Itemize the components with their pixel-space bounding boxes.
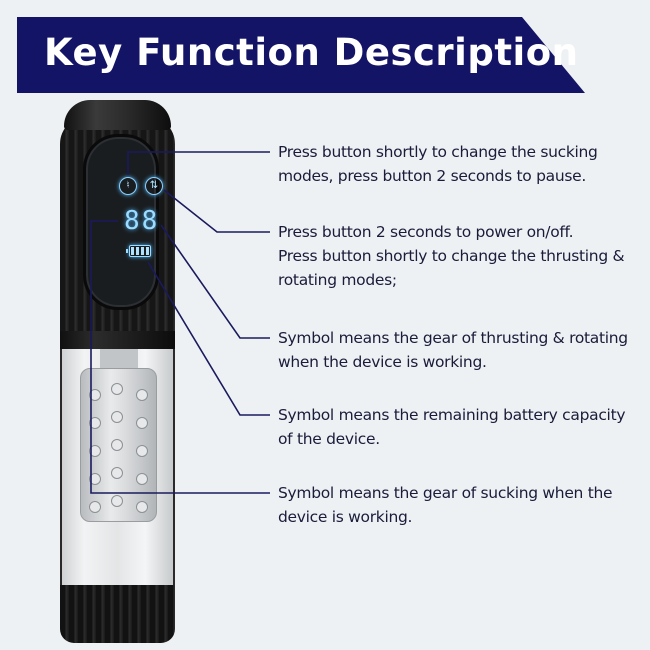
description-suction-gear: Symbol means the gear of sucking when th… (278, 484, 613, 526)
page-title: Key Function Description (44, 31, 579, 74)
description-suction-button: Press button shortly to change the sucki… (278, 143, 598, 185)
device-neck (60, 331, 175, 349)
gear-digit-display: 88 (124, 206, 160, 236)
device-top-cap (64, 100, 171, 130)
title-banner: Key Function Description (17, 17, 585, 93)
description-power-button: Press button 2 seconds to power on/off. … (278, 223, 625, 289)
description-battery: Symbol means the remaining battery capac… (278, 406, 626, 448)
inner-sleeve (80, 368, 157, 522)
battery-icon (126, 245, 151, 257)
suction-bell-icon: ♮ (119, 177, 137, 195)
thrust-rotate-arrows-icon: ⇅ (145, 177, 163, 195)
description-thrust-gear: Symbol means the gear of thrusting & rot… (278, 329, 628, 371)
device-base (60, 585, 175, 643)
banner-shape (17, 17, 585, 93)
